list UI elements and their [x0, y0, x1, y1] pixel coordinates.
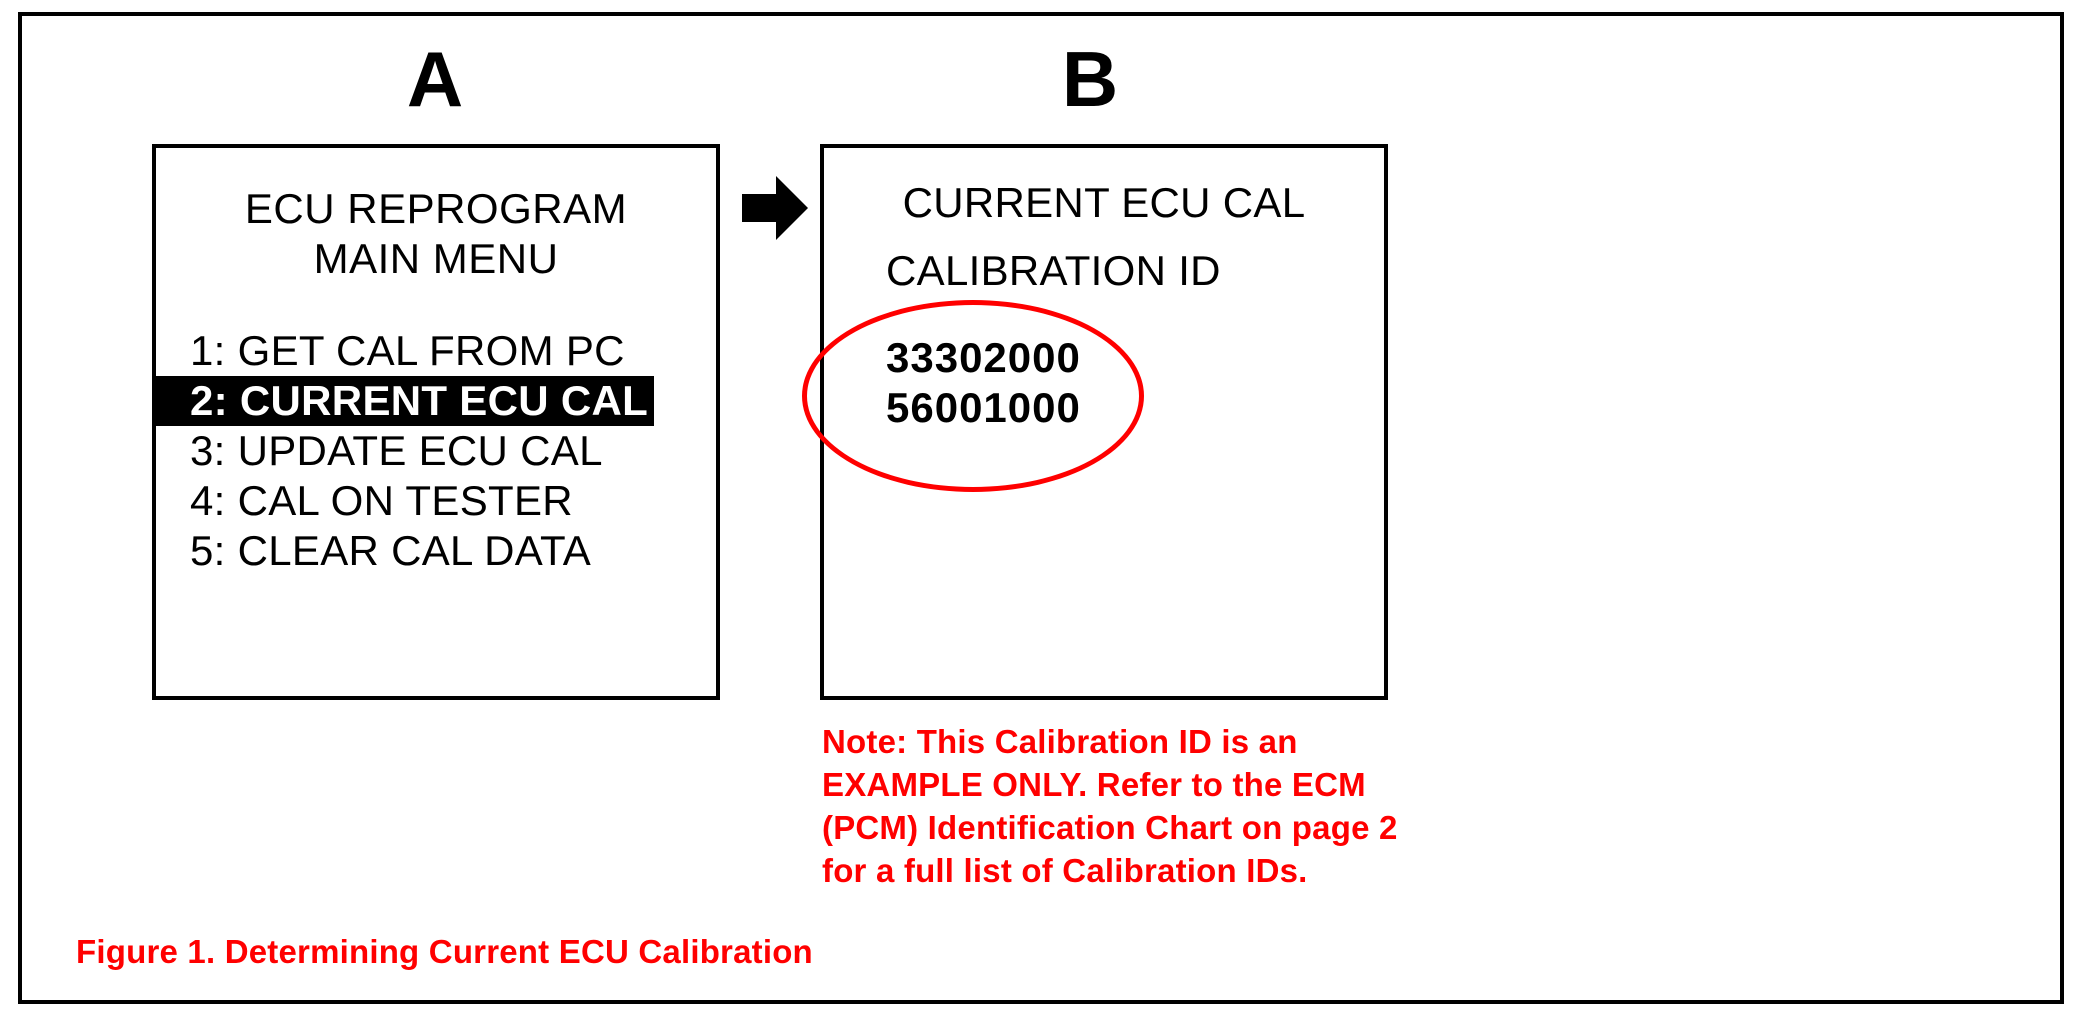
- note-line-1: Note: This Calibration ID is an: [822, 723, 1298, 760]
- right-arrow-icon: [742, 172, 808, 244]
- calibration-id-values: 33302000 56001000: [886, 333, 1081, 433]
- menu-item-clear-cal-data[interactable]: 5: CLEAR CAL DATA: [190, 527, 592, 574]
- note-line-4: for a full list of Calibration IDs.: [822, 852, 1308, 889]
- panel-a-screen: ECU REPROGRAM MAIN MENU 1: GET CAL FROM …: [152, 144, 720, 700]
- menu-item-current-ecu-cal[interactable]: 2: CURRENT ECU CAL: [156, 376, 654, 426]
- panel-b-screen: CURRENT ECU CAL CALIBRATION ID 33302000 …: [820, 144, 1388, 700]
- panel-a-letter: A: [406, 35, 464, 123]
- panel-a-title-line-1: ECU REPROGRAM: [244, 185, 628, 232]
- note-line-2: EXAMPLE ONLY. Refer to the ECM: [822, 766, 1366, 803]
- figure-caption: Figure 1. Determining Current ECU Calibr…: [76, 933, 813, 970]
- calibration-id-value-1: 33302000: [886, 334, 1081, 381]
- ecu-reprogram-menu-list: 1: GET CAL FROM PC 2: CURRENT ECU CAL 3:…: [156, 326, 716, 576]
- menu-item-get-cal-from-pc[interactable]: 1: GET CAL FROM PC: [190, 327, 625, 374]
- example-only-note: Note: This Calibration ID is an EXAMPLE …: [822, 720, 1522, 892]
- panel-a-title-line-2: MAIN MENU: [313, 235, 559, 282]
- menu-item-cal-on-tester[interactable]: 4: CAL ON TESTER: [190, 477, 573, 524]
- panel-a-screen-title: ECU REPROGRAM MAIN MENU: [156, 184, 716, 284]
- note-line-3: (PCM) Identification Chart on page 2: [822, 809, 1398, 846]
- calibration-id-label: CALIBRATION ID: [886, 247, 1221, 294]
- menu-item-update-ecu-cal[interactable]: 3: UPDATE ECU CAL: [190, 427, 603, 474]
- panel-b-screen-title: CURRENT ECU CAL: [902, 179, 1306, 226]
- calibration-id-value-2: 56001000: [886, 384, 1081, 431]
- panel-b-letter: B: [1061, 35, 1119, 123]
